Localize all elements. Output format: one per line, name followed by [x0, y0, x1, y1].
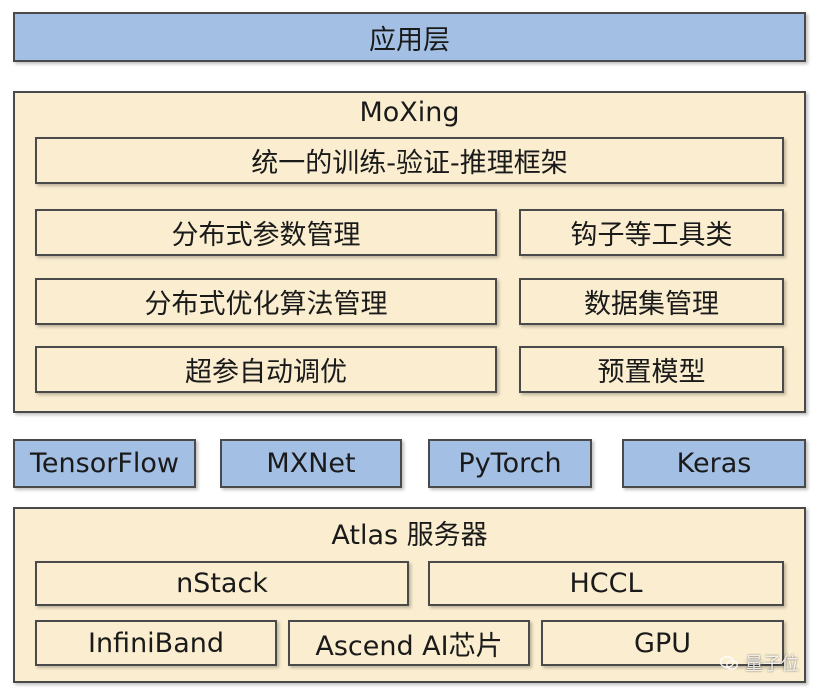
framework-tensorflow-box: TensorFlow: [13, 439, 196, 488]
infiniband-box: InfiniBand: [35, 620, 277, 666]
framework-pytorch-box: PyTorch: [428, 439, 592, 488]
framework-keras-box: Keras: [622, 439, 806, 488]
distributed-parameter-management-label: 分布式参数管理: [171, 220, 361, 251]
application-layer-box: 应用层: [13, 12, 806, 62]
dataset-management-label: 数据集管理: [584, 289, 719, 320]
pretrained-models-label: 预置模型: [597, 357, 706, 388]
nstack-label: nStack: [176, 568, 268, 599]
atlas-title: Atlas 服务器: [331, 520, 488, 551]
framework-pytorch-label: PyTorch: [458, 448, 562, 479]
unified-framework-box: 统一的训练-验证-推理框架: [35, 137, 784, 184]
hooks-tools-label: 钩子等工具类: [570, 220, 733, 251]
dataset-management-box: 数据集管理: [519, 278, 784, 325]
gpu-label: GPU: [634, 627, 691, 659]
distributed-optimization-label: 分布式优化算法管理: [144, 289, 388, 320]
distributed-optimization-box: 分布式优化算法管理: [35, 278, 497, 325]
gpu-box: GPU: [541, 620, 784, 666]
framework-tensorflow-label: TensorFlow: [30, 448, 179, 479]
ascend-ai-chip-label: Ascend AI芯片: [315, 630, 503, 662]
ascend-ai-chip-box: Ascend AI芯片: [288, 620, 530, 666]
watermark: 量子位: [719, 650, 799, 676]
hyperparameter-tuning-label: 超参自动调优: [185, 357, 347, 388]
watermark-text: 量子位: [745, 654, 799, 675]
hyperparameter-tuning-box: 超参自动调优: [35, 346, 497, 393]
pretrained-models-box: 预置模型: [519, 346, 784, 393]
moxing-title: MoXing: [359, 97, 460, 128]
hooks-tools-box: 钩子等工具类: [519, 209, 784, 256]
wechat-icon: [719, 656, 738, 670]
framework-mxnet-box: MXNet: [220, 439, 402, 488]
framework-keras-label: Keras: [676, 448, 752, 479]
application-layer-label: 应用层: [369, 24, 450, 56]
hccl-box: HCCL: [428, 561, 784, 606]
framework-mxnet-label: MXNet: [266, 448, 356, 479]
distributed-parameter-management-box: 分布式参数管理: [35, 209, 497, 256]
nstack-box: nStack: [35, 561, 409, 606]
hccl-label: HCCL: [569, 568, 643, 599]
unified-framework-label: 统一的训练-验证-推理框架: [251, 148, 568, 179]
infiniband-label: InfiniBand: [87, 627, 224, 659]
